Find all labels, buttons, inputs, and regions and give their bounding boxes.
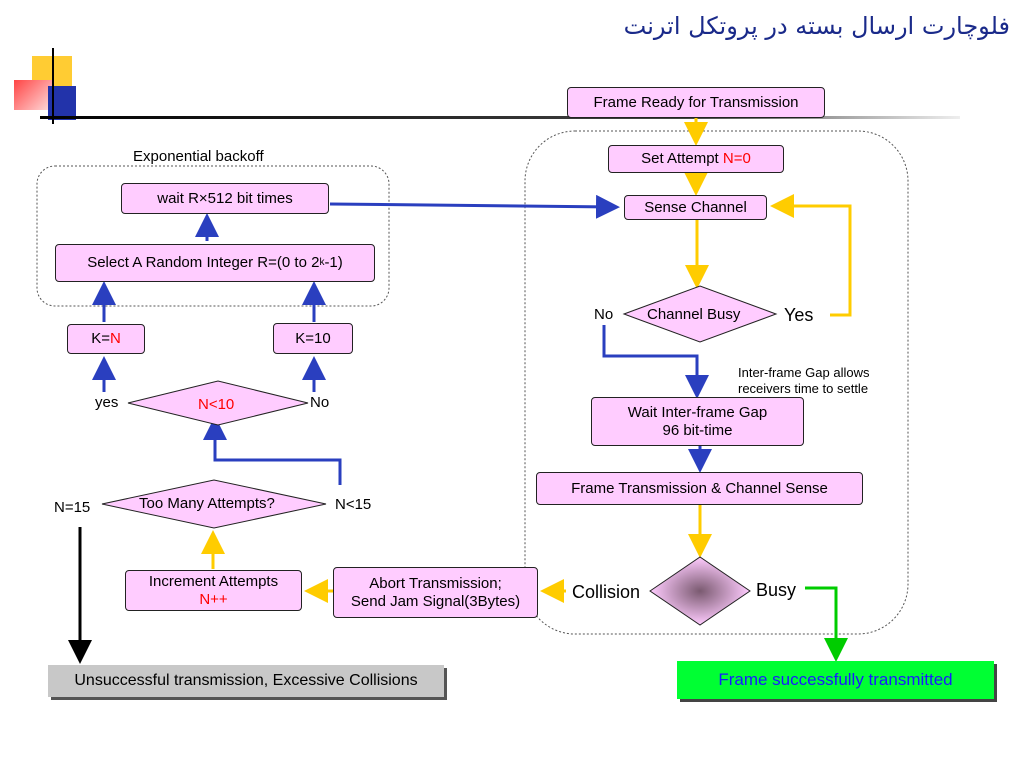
n-lt-10-decision xyxy=(127,380,309,426)
select-random-sup: k xyxy=(319,257,325,268)
k-n-value: N xyxy=(109,330,121,347)
channel-busy-text: Channel Busy xyxy=(647,306,741,323)
page-title: فلوچارت ارسال بسته در پروتکل اترنت xyxy=(623,12,1010,40)
unsuccessful-text: Unsuccessful transmission, Excessive Col… xyxy=(74,672,418,689)
select-random-end: -1) xyxy=(324,254,343,271)
select-random-text: Select A Random Integer R=(0 to 2 xyxy=(87,254,320,271)
frame-tx-box: Frame Transmission & Channel Sense xyxy=(536,472,863,505)
too-many-text: Too Many Attempts? xyxy=(139,495,275,512)
ifg-note-line2: receivers time to settle xyxy=(738,381,869,397)
yes-busy-label: Yes xyxy=(784,305,814,325)
no-busy-label: No xyxy=(594,306,614,323)
yes-small-label: yes xyxy=(95,394,119,411)
collision-label: Collision xyxy=(572,582,641,602)
ifg-note-line1: Inter-frame Gap allows xyxy=(738,365,870,380)
abort-box: Abort Transmission; Send Jam Signal(3Byt… xyxy=(333,567,538,618)
set-attempt-box: Set Attempt N=0 xyxy=(608,145,784,173)
k-10-text: K=10 xyxy=(295,329,331,347)
wait-r-text: wait R×512 bit times xyxy=(157,189,293,207)
backoff-group-label: Exponential backoff xyxy=(133,148,264,165)
channel-busy-decision xyxy=(622,285,778,343)
success-terminal: Frame successfully transmitted xyxy=(677,661,994,699)
abort-line1: Abort Transmission; xyxy=(369,574,502,592)
frame-ready-box: Frame Ready for Transmission xyxy=(567,87,825,118)
increment-box: Increment Attempts N++ xyxy=(125,570,302,611)
wait-ifg-line2: 96 bit-time xyxy=(662,421,733,439)
k-n-box: K=N xyxy=(67,324,145,354)
wait-r-box: wait R×512 bit times xyxy=(121,183,329,214)
busy-label: Busy xyxy=(756,580,797,600)
frame-tx-text: Frame Transmission & Channel Sense xyxy=(571,479,828,497)
success-text: Frame successfully transmitted xyxy=(718,670,953,689)
k-10-box: K=10 xyxy=(273,323,353,354)
set-attempt-text: Set Attempt xyxy=(641,150,723,167)
wait-ifg-box: Wait Inter-frame Gap 96 bit-time xyxy=(591,397,804,446)
sense-channel-box: Sense Channel xyxy=(624,195,767,220)
sense-channel-text: Sense Channel xyxy=(644,198,747,216)
ifg-note: Inter-frame Gap allows receivers time to… xyxy=(738,365,870,398)
n15-label: N=15 xyxy=(54,499,91,516)
abort-line2: Send Jam Signal(3Bytes) xyxy=(350,592,521,610)
no-small-label: No xyxy=(310,394,330,411)
increment-line1: Increment Attempts xyxy=(148,572,279,590)
n-lt-10-text: N<10 xyxy=(198,396,235,413)
wait-ifg-line1: Wait Inter-frame Gap xyxy=(627,403,768,421)
too-many-decision xyxy=(101,479,327,529)
increment-line2: N++ xyxy=(199,590,228,608)
frame-ready-text: Frame Ready for Transmission xyxy=(593,93,799,111)
set-attempt-value: N=0 xyxy=(722,150,751,167)
unsuccessful-terminal: Unsuccessful transmission, Excessive Col… xyxy=(48,665,444,697)
k-n-prefix: K= xyxy=(91,330,110,347)
n-lt-15-label: N<15 xyxy=(335,496,372,513)
collision-decision xyxy=(649,556,751,626)
backoff-group-border xyxy=(36,165,390,307)
transmission-group-border xyxy=(524,130,909,635)
